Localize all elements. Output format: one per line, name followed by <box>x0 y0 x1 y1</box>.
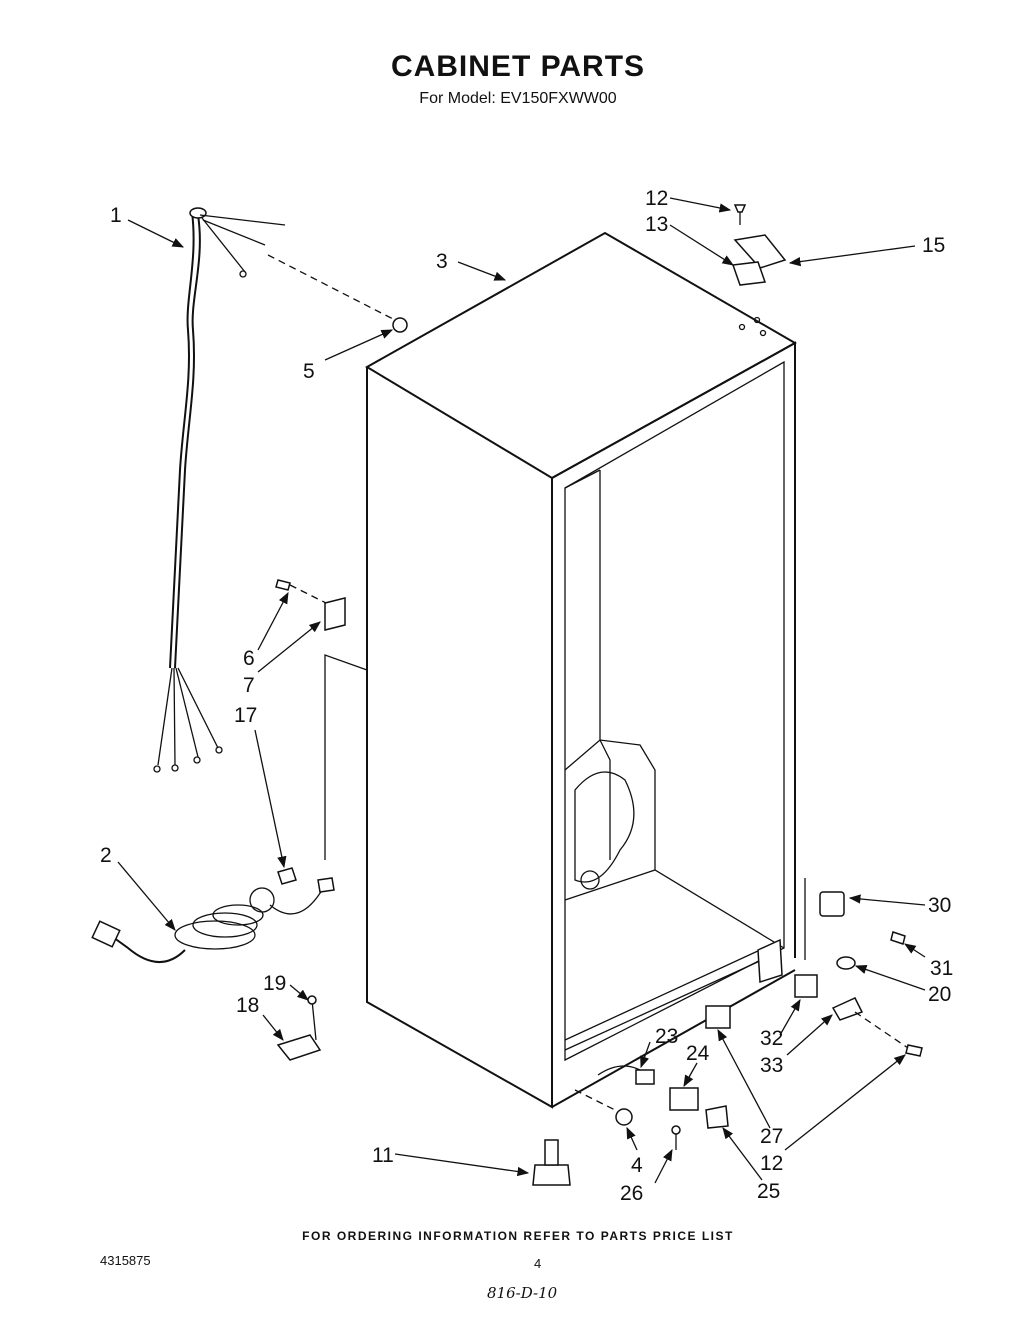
callout-19: 19 <box>263 972 286 995</box>
callout-31: 31 <box>930 957 953 980</box>
callout-labels: 1 2 3 4 5 6 7 11 12 12 13 15 17 18 19 20… <box>100 187 953 1205</box>
page-number: 4 <box>534 1256 542 1271</box>
callout-1: 1 <box>110 204 122 227</box>
callout-24: 24 <box>686 1042 710 1065</box>
small-parts <box>267 204 923 1186</box>
document-number: 4315875 <box>100 1253 151 1268</box>
callout-26: 26 <box>620 1182 643 1205</box>
callout-18: 18 <box>236 994 259 1017</box>
callout-5: 5 <box>303 360 315 383</box>
callout-17: 17 <box>234 704 257 727</box>
callout-11: 11 <box>372 1144 394 1167</box>
callout-23: 23 <box>655 1025 678 1048</box>
callout-33: 33 <box>760 1054 783 1077</box>
cabinet-body <box>324 231 798 1109</box>
wiring-harness <box>153 207 286 773</box>
callout-20: 20 <box>928 983 951 1006</box>
callout-6: 6 <box>243 647 255 670</box>
ordering-info-note: FOR ORDERING INFORMATION REFER TO PARTS … <box>302 1229 734 1243</box>
model-subtitle: For Model: EV150FXWW00 <box>419 90 617 107</box>
leader-lines <box>117 197 926 1184</box>
callout-27: 27 <box>760 1125 783 1148</box>
callout-13: 13 <box>645 213 668 236</box>
handwritten-note: 816-D-10 <box>487 1284 558 1302</box>
callout-15: 15 <box>922 234 945 257</box>
callout-25: 25 <box>757 1180 780 1203</box>
callout-4: 4 <box>631 1154 643 1177</box>
power-cord <box>91 884 326 963</box>
callout-2: 2 <box>100 844 112 867</box>
callout-3: 3 <box>436 250 448 273</box>
callout-12-bottom: 12 <box>760 1152 783 1175</box>
callout-7: 7 <box>243 674 255 697</box>
page-title: CABINET PARTS <box>390 50 646 83</box>
callout-32: 32 <box>760 1027 783 1050</box>
callout-12-top: 12 <box>645 187 668 210</box>
callout-30: 30 <box>928 894 951 917</box>
